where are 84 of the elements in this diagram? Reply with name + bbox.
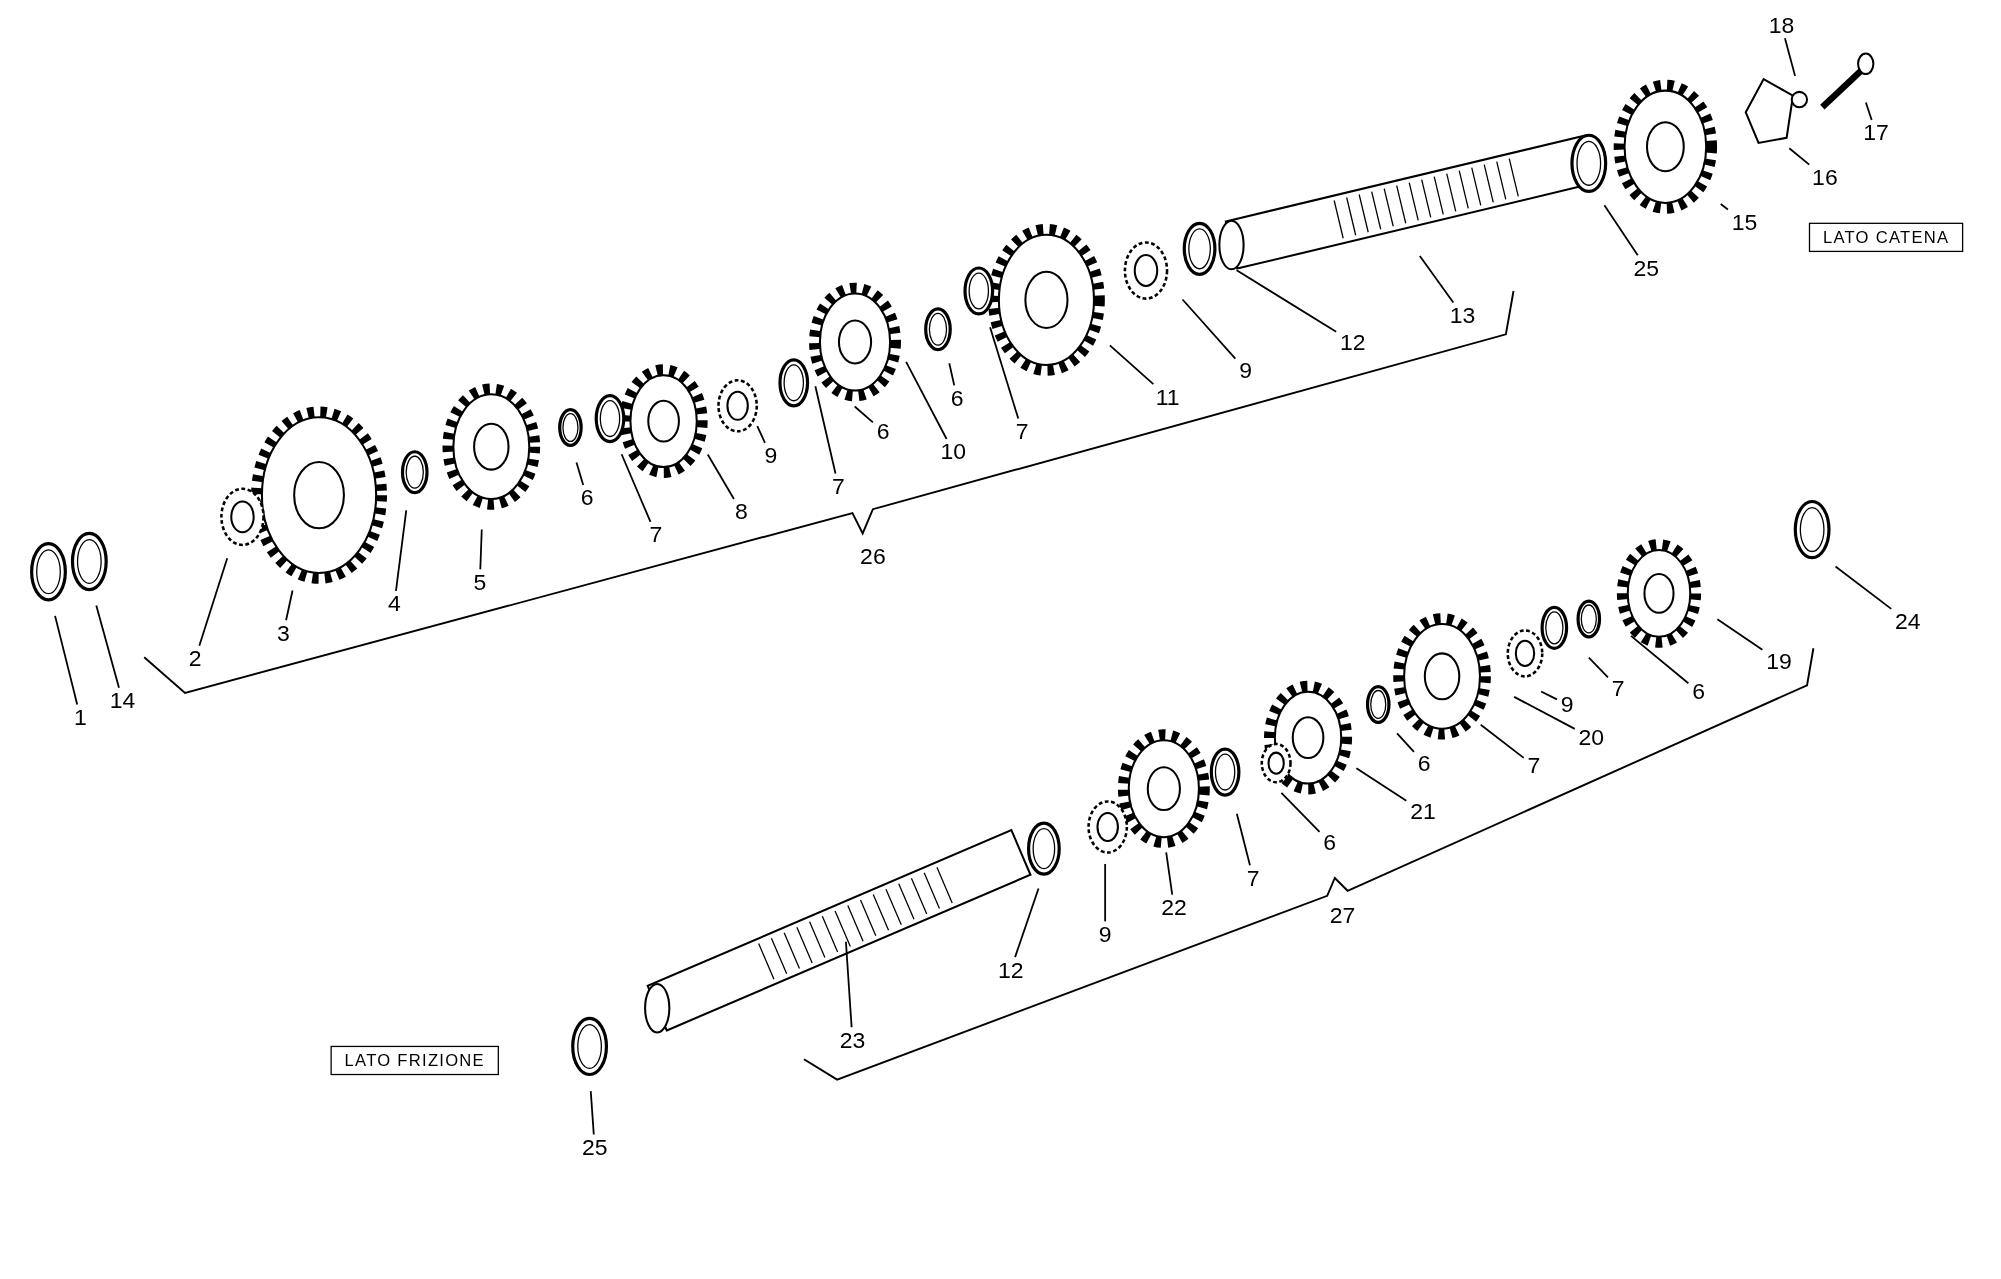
callout-number: 19 (1766, 648, 1792, 674)
callout-number: 4 (387, 590, 401, 617)
callout-number: 9 (764, 442, 778, 469)
callout-number: 15 (1731, 209, 1758, 235)
callout-number: 20 (1578, 724, 1605, 751)
leader-line (1418, 255, 1455, 304)
leader-line (706, 453, 735, 500)
leader-line (1479, 723, 1525, 759)
leader-line (1788, 147, 1811, 166)
callout-number: 7 (832, 473, 845, 499)
leader-line (989, 326, 1020, 420)
callout-number: 9 (1098, 921, 1112, 947)
leader-line (1396, 732, 1415, 753)
callout-number: 1 (74, 704, 87, 730)
callout-number: 6 (1417, 750, 1431, 776)
leader-line (1719, 203, 1729, 211)
leader-line (814, 385, 837, 475)
leader-line (1181, 298, 1237, 360)
side-label: LATO FRIZIONE (330, 1045, 499, 1076)
callout-number: 21 (1410, 798, 1436, 825)
leader-line (1716, 618, 1764, 651)
callout-number: 7 (1246, 865, 1260, 891)
leader-line (1784, 37, 1796, 77)
callout-number: 8 (735, 498, 748, 525)
leader-line (845, 940, 853, 1029)
callout-number: 9 (1239, 357, 1252, 383)
leader-line (1864, 101, 1873, 121)
leader-line (1014, 887, 1040, 958)
leader-line (479, 528, 483, 571)
leader-line (1587, 656, 1609, 679)
callout-number: 17 (1863, 119, 1889, 146)
leader-line (285, 589, 294, 622)
callout-number: 6 (876, 418, 890, 445)
leader-line (95, 604, 120, 689)
callout-number: 5 (473, 569, 487, 595)
leader-line (1834, 565, 1893, 610)
leader-line (1540, 690, 1558, 701)
callout-number: 7 (649, 521, 663, 548)
callout-number: 6 (1692, 678, 1705, 705)
callout-number: 26 (860, 543, 886, 570)
callout-number: 3 (276, 620, 290, 646)
leader-line (1280, 791, 1321, 833)
callout-number: 23 (839, 1027, 866, 1053)
leader-line (575, 461, 585, 486)
callout-number: 13 (1449, 302, 1476, 328)
callout-number: 27 (1329, 902, 1356, 928)
callout-number: 25 (1633, 255, 1659, 281)
callout-number: 7 (1015, 418, 1029, 445)
leader-line (1630, 634, 1690, 685)
callout-number: 22 (1161, 894, 1187, 921)
callout-number: 7 (1611, 675, 1625, 701)
leader-line (1513, 695, 1576, 730)
callout-number: 7 (1527, 752, 1541, 779)
side-label: LATO CATENA (1808, 222, 1964, 253)
leader-line (1235, 812, 1251, 867)
callout-number: 6 (1323, 829, 1337, 855)
callout-number: 6 (580, 484, 594, 511)
callout-number: 9 (1560, 691, 1574, 718)
callout-number: 2 (188, 645, 202, 672)
callout-number: 12 (997, 957, 1024, 983)
callout-number: 12 (1339, 329, 1366, 355)
callout-number: 6 (950, 385, 964, 411)
leader-line (1165, 851, 1174, 896)
callout-number: 24 (1895, 608, 1921, 635)
leader-line (756, 425, 766, 444)
callout-number: 11 (1155, 384, 1180, 410)
leader-line (54, 615, 79, 706)
leader-line (1235, 269, 1338, 333)
leader-line (853, 405, 874, 424)
callout-number: 10 (940, 439, 967, 465)
leader-line (948, 362, 956, 387)
leader-line (620, 453, 652, 523)
leader-line (1109, 344, 1155, 385)
callout-number: 16 (1812, 164, 1838, 191)
leader-line (1355, 767, 1408, 802)
leader-line (395, 509, 408, 592)
leader-line (198, 557, 229, 647)
leader-line (905, 360, 948, 440)
callout-number: 18 (1768, 12, 1795, 39)
callout-number: 14 (109, 687, 136, 714)
leader-line (589, 1090, 595, 1136)
leader-line (1603, 204, 1639, 257)
leader-line (1104, 863, 1107, 923)
callout-number: 25 (581, 1134, 608, 1160)
